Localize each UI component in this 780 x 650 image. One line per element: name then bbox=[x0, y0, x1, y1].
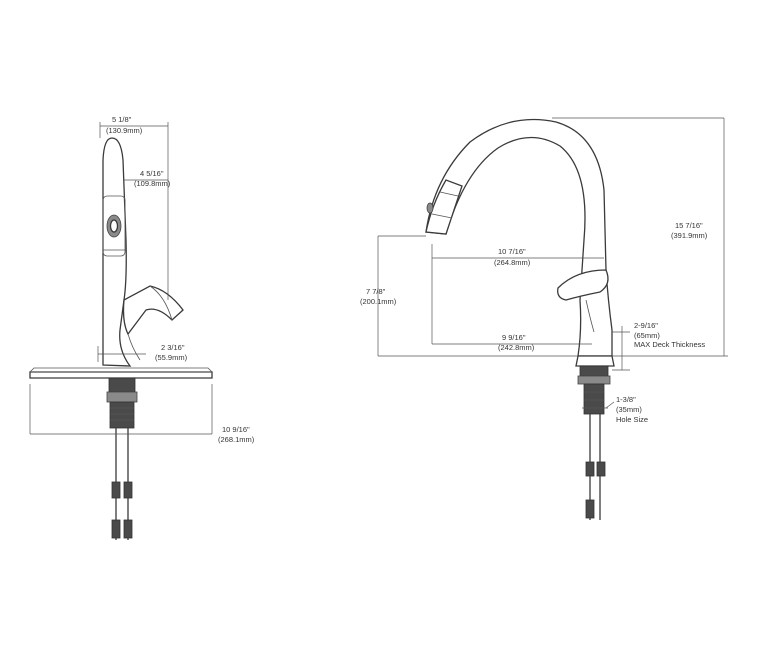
side-total-mm-label: (268.1mm) bbox=[218, 435, 255, 444]
front-reach-mm-label: (264.8mm) bbox=[494, 258, 531, 267]
front-height-mm-label: (391.9mm) bbox=[671, 231, 708, 240]
side-width-mm-label: (130.9mm) bbox=[106, 126, 143, 135]
side-total-inch-label: 10 9/16" bbox=[222, 425, 250, 434]
front-hole-mm-label: (35mm) bbox=[616, 405, 642, 414]
front-hole-caption: Hole Size bbox=[616, 415, 648, 424]
front-base-reach-inch-label: 9 9/16" bbox=[502, 333, 526, 342]
side-spout-inch-label: 4 5/16" bbox=[140, 169, 164, 178]
front-deck-caption: MAX Deck Thickness bbox=[634, 340, 705, 349]
front-reach-inch-label: 10 7/16" bbox=[498, 247, 526, 256]
side-handle-inch-label: 2 3/16" bbox=[161, 343, 185, 352]
front-height-inch-label: 15 7/16" bbox=[675, 221, 703, 230]
side-spout-mm-label: (109.8mm) bbox=[134, 179, 171, 188]
side-width-inch-label: 5 1/8" bbox=[112, 115, 132, 124]
front-deck-inch-label: 2-9/16" bbox=[634, 321, 658, 330]
front-view-dimensions bbox=[377, 117, 728, 409]
front-spout-height-mm-label: (200.1mm) bbox=[360, 297, 397, 306]
front-deck-mm-label: (65mm) bbox=[634, 331, 660, 340]
side-handle-mm-label: (55.9mm) bbox=[155, 353, 188, 362]
front-hole-inch-label: 1-3/8" bbox=[616, 395, 636, 404]
front-base-reach-mm-label: (242.8mm) bbox=[498, 343, 535, 352]
side-view-dimensions bbox=[29, 122, 213, 435]
side-view-faucet bbox=[29, 137, 213, 540]
front-spout-height-inch-label: 7 7/8" bbox=[366, 287, 386, 296]
front-view-faucet bbox=[425, 118, 615, 520]
